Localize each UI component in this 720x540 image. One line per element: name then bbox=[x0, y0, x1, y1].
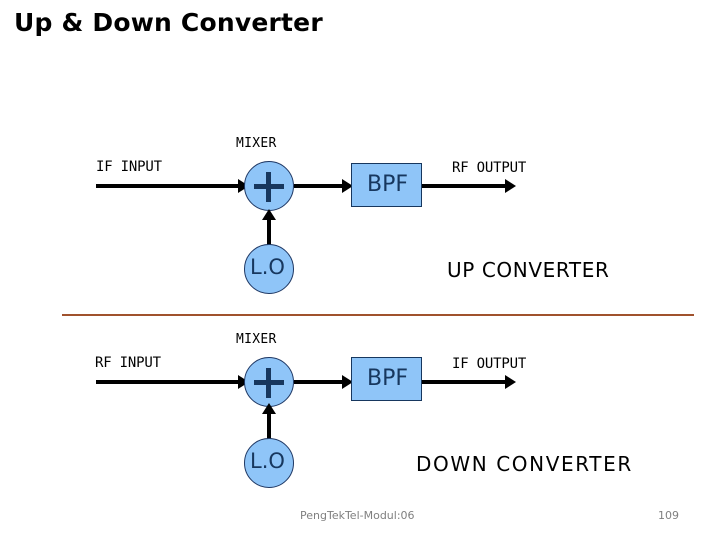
down-lo-wire bbox=[267, 412, 271, 440]
down-bandpass-filter-label: BPF bbox=[366, 366, 408, 391]
up-bandpass-filter-block: BPF bbox=[351, 163, 422, 207]
section-divider bbox=[62, 314, 694, 316]
down-input-label: RF INPUT bbox=[95, 355, 161, 371]
up-local-oscillator: L.O bbox=[244, 244, 294, 294]
page-title: Up & Down Converter bbox=[14, 8, 323, 37]
footer-page-number: 109 bbox=[658, 509, 679, 522]
up-input-label: IF INPUT bbox=[96, 159, 162, 175]
down-local-oscillator-label: L.O bbox=[250, 449, 285, 473]
down-input-wire bbox=[96, 380, 242, 384]
down-output-label: IF OUTPUT bbox=[452, 356, 527, 372]
up-input-arrowhead bbox=[238, 179, 249, 193]
down-mixer-caption: MIXER bbox=[236, 332, 277, 347]
plus-icon-vertical bbox=[266, 368, 271, 398]
down-output-arrowhead bbox=[505, 375, 516, 389]
up-output-arrowhead bbox=[505, 179, 516, 193]
down-bandpass-filter-block: BPF bbox=[351, 357, 422, 401]
down-converter-section-label: DOWN CONVERTER bbox=[416, 452, 633, 476]
up-mixer-symbol bbox=[244, 161, 294, 211]
down-input-arrowhead bbox=[238, 375, 249, 389]
footer-source-label: PengTekTel-Modul:06 bbox=[300, 509, 415, 522]
up-mixer-to-bpf-wire bbox=[294, 184, 350, 188]
up-input-wire bbox=[96, 184, 242, 188]
down-mixer-to-bpf-arrowhead bbox=[342, 375, 353, 389]
up-bandpass-filter-label: BPF bbox=[366, 172, 408, 197]
up-mixer-to-bpf-arrowhead bbox=[342, 179, 353, 193]
plus-icon-vertical bbox=[266, 172, 271, 202]
up-mixer-caption: MIXER bbox=[236, 136, 277, 151]
up-local-oscillator-label: L.O bbox=[250, 255, 285, 279]
up-lo-wire bbox=[267, 218, 271, 246]
down-local-oscillator: L.O bbox=[244, 438, 294, 488]
up-output-wire bbox=[422, 184, 512, 188]
up-output-label: RF OUTPUT bbox=[452, 160, 527, 176]
down-mixer-to-bpf-wire bbox=[294, 380, 350, 384]
down-output-wire bbox=[422, 380, 512, 384]
up-lo-arrowhead bbox=[262, 209, 276, 220]
down-lo-arrowhead bbox=[262, 403, 276, 414]
down-mixer-symbol bbox=[244, 357, 294, 407]
up-converter-section-label: UP CONVERTER bbox=[447, 258, 610, 282]
